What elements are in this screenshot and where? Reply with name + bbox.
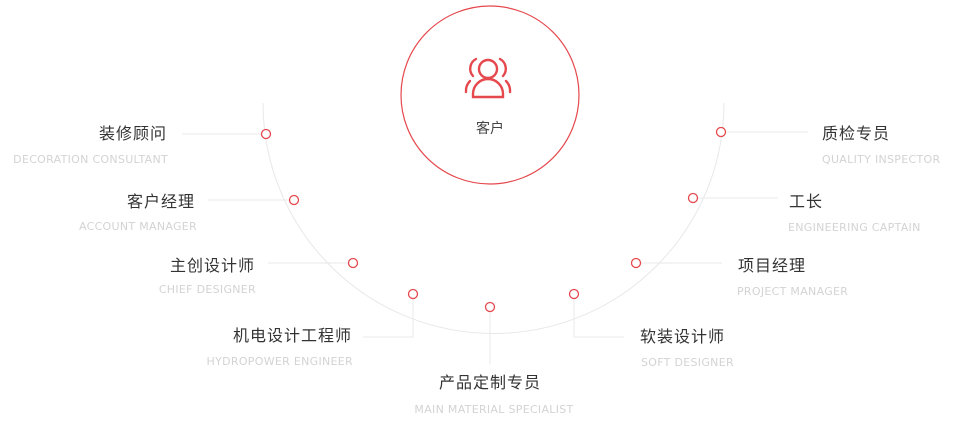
role-title-material-specialist: 产品定制专员: [438, 373, 542, 392]
role-title-chief-designer: 主创设计师: [169, 256, 255, 275]
role-subtitle-engineering-captain: ENGINEERING CAPTAIN: [788, 221, 921, 234]
node-marker: [630, 257, 642, 269]
arc: [262, 102, 725, 334]
users-icon: [464, 57, 512, 99]
role-title-hydropower-engineer: 机电设计工程师: [232, 326, 352, 345]
role-title-project-manager: 项目经理: [738, 256, 807, 275]
role-subtitle-chief-designer: CHIEF DESIGNER: [158, 283, 256, 296]
node-marker: [288, 194, 300, 206]
node-markers: [260, 126, 727, 313]
node-marker: [568, 288, 580, 300]
role-title-engineering-captain: 工长: [789, 192, 824, 211]
customer-circle: [400, 5, 580, 185]
role-subtitle-soft-designer: SOFT DESIGNER: [641, 356, 734, 369]
role-title-decoration-consultant: 装修顾问: [98, 124, 167, 143]
node-marker: [715, 126, 727, 138]
connector-lines: [182, 131, 808, 364]
role-subtitle-decoration-consultant: DECORATION CONSULTANT: [13, 153, 168, 166]
node-marker: [407, 288, 419, 300]
role-subtitle-material-specialist: MAIN MATERIAL SPECIALIST: [414, 403, 574, 416]
node-marker: [484, 301, 496, 313]
node-marker: [260, 128, 272, 140]
role-title-soft-designer: 软装设计师: [640, 327, 726, 346]
node-marker: [687, 192, 699, 204]
role-title-account-manager: 客户经理: [126, 192, 195, 211]
role-title-quality-inspector: 质检专员: [822, 124, 891, 143]
role-subtitle-hydropower-engineer: HYDROPOWER ENGINEER: [206, 355, 353, 368]
node-marker: [347, 257, 359, 269]
role-subtitle-account-manager: ACCOUNT MANAGER: [78, 220, 197, 233]
role-subtitle-quality-inspector: QUALITY INSPECTOR: [822, 153, 941, 166]
customer-label: 客户: [476, 121, 504, 137]
role-subtitle-project-manager: PROJECT MANAGER: [737, 285, 849, 298]
